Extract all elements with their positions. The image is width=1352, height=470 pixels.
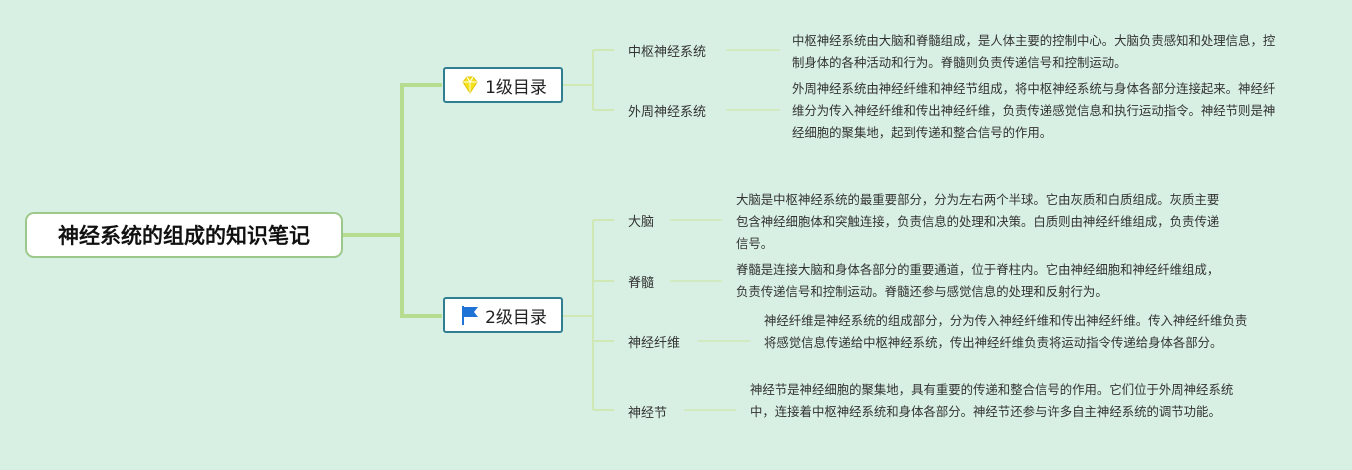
connector-branch-1-topics [563, 49, 614, 111]
branch-2-node[interactable]: 2级目录 [443, 297, 563, 333]
connector-branch-2-topics [563, 219, 614, 411]
note-ganglion: 神经节是神经细胞的聚集地，具有重要的传递和整合信号的作用。它们位于外周神经系统中… [750, 382, 1234, 419]
branch-1-node[interactable]: 1级目录 [443, 67, 563, 103]
topic-central-nervous-system[interactable]: 中枢神经系统 [628, 45, 707, 60]
note-spinal-cord: 脊髓是连接大脑和身体各部分的重要通道，位于脊柱内。它由神经细胞和神经纤维组成，负… [736, 262, 1220, 299]
branch-1-label: 1级目录 [485, 77, 547, 98]
topic-spinal-cord[interactable]: 脊髓 [628, 276, 655, 291]
diamond-icon [459, 74, 481, 96]
note-brain: 大脑是中枢神经系统的最重要部分，分为左右两个半球。它由灰质和白质组成。灰质主要包… [736, 192, 1220, 251]
connector-root-to-branch-1 [343, 83, 442, 237]
root-title: 神经系统的组成的知识笔记 [58, 224, 310, 248]
note-nerve-fiber: 神经纤维是神经系统的组成部分，分为传入神经纤维和传出神经纤维。传入神经纤维负责将… [764, 313, 1248, 350]
note-central-nervous-system: 中枢神经系统由大脑和脊髓组成，是人体主要的控制中心。大脑负责感知和处理信息，控制… [792, 33, 1276, 70]
flag-icon [459, 304, 481, 326]
topic-nerve-fiber[interactable]: 神经纤维 [628, 336, 681, 351]
topic-peripheral-nervous-system[interactable]: 外周神经系统 [628, 105, 707, 120]
connector-root-to-branch-2 [343, 233, 442, 318]
root-topic[interactable]: 神经系统的组成的知识笔记 [25, 212, 343, 258]
branch-2-label: 2级目录 [485, 307, 547, 328]
topic-brain[interactable]: 大脑 [628, 215, 655, 230]
note-peripheral-nervous-system: 外周神经系统由神经纤维和神经节组成，将中枢神经系统与身体各部分连接起来。神经纤维… [792, 81, 1276, 140]
topic-ganglion[interactable]: 神经节 [628, 406, 668, 421]
